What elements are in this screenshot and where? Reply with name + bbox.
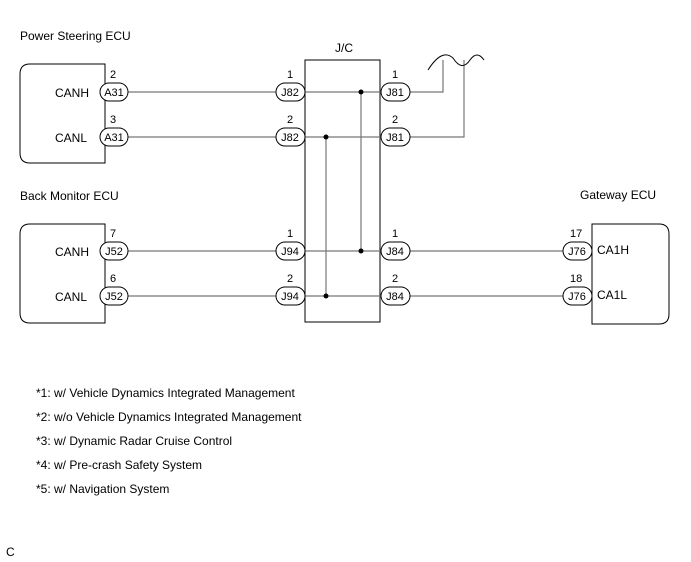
connector: J94 bbox=[275, 286, 306, 306]
junction-dot bbox=[358, 248, 364, 254]
jc-box bbox=[304, 59, 381, 323]
wire-break-symbol bbox=[427, 54, 485, 71]
connector: A31 bbox=[99, 82, 129, 102]
connector-label: J76 bbox=[568, 291, 586, 303]
connector-label: J52 bbox=[105, 291, 123, 303]
corner-code: C bbox=[6, 545, 15, 559]
pin-number: 17 bbox=[570, 228, 582, 240]
connector: J52 bbox=[99, 286, 129, 306]
power-steering-ecu-box bbox=[19, 63, 106, 164]
connector: J84 bbox=[380, 286, 411, 306]
pin-number: 7 bbox=[110, 228, 116, 240]
pin-number: 3 bbox=[110, 114, 116, 126]
connector-label: J84 bbox=[386, 246, 404, 258]
junction-dot bbox=[358, 89, 364, 95]
connector-label: J76 bbox=[568, 246, 586, 258]
pin-number: 1 bbox=[392, 69, 398, 81]
pin-number: 2 bbox=[287, 114, 293, 126]
connector-label: J84 bbox=[386, 291, 404, 303]
connector-label: A31 bbox=[104, 87, 124, 99]
pin-number: 1 bbox=[287, 228, 293, 240]
connector: J76 bbox=[562, 286, 593, 306]
junction-dot bbox=[323, 293, 329, 299]
connector: J82 bbox=[275, 127, 306, 147]
connector: A31 bbox=[99, 127, 129, 147]
connector: J94 bbox=[275, 241, 306, 261]
pin-number: 18 bbox=[570, 273, 582, 285]
gateway-ecu-box bbox=[591, 223, 670, 325]
pin-number: 2 bbox=[287, 273, 293, 285]
note-line: *1: w/ Vehicle Dynamics Integrated Manag… bbox=[36, 386, 295, 400]
connector-label: J81 bbox=[386, 87, 404, 99]
connector: J82 bbox=[275, 82, 306, 102]
pin-number: 2 bbox=[392, 273, 398, 285]
pin-number: 2 bbox=[110, 69, 116, 81]
connector: J81 bbox=[380, 82, 411, 102]
back-monitor-ecu-box bbox=[19, 223, 106, 324]
connector: J76 bbox=[562, 241, 593, 261]
ecu-pin-label: CANL bbox=[55, 290, 87, 304]
wire-j81-canh-out bbox=[410, 60, 444, 93]
connector-label: J82 bbox=[281, 87, 299, 99]
note-line: *3: w/ Dynamic Radar Cruise Control bbox=[36, 434, 232, 448]
note-line: *4: w/ Pre-crash Safety System bbox=[36, 458, 202, 472]
pin-number: 2 bbox=[392, 114, 398, 126]
wire-j81-canl-out bbox=[410, 60, 465, 138]
connector-label: J94 bbox=[281, 246, 299, 258]
connector: J81 bbox=[380, 127, 411, 147]
ecu-pin-label: CANH bbox=[55, 245, 89, 259]
note-line: *5: w/ Navigation System bbox=[36, 482, 169, 496]
pin-number: 1 bbox=[392, 228, 398, 240]
note-line: *2: w/o Vehicle Dynamics Integrated Mana… bbox=[36, 410, 302, 424]
connector-label: J82 bbox=[281, 132, 299, 144]
junction-dot bbox=[323, 134, 329, 140]
ecu-pin-label: CANL bbox=[55, 131, 87, 145]
back-monitor-ecu-title: Back Monitor ECU bbox=[20, 189, 119, 203]
connector: J52 bbox=[99, 241, 129, 261]
pin-number: 1 bbox=[287, 69, 293, 81]
power-steering-ecu-title: Power Steering ECU bbox=[20, 29, 131, 43]
pin-number: 6 bbox=[110, 273, 116, 285]
connector-label: A31 bbox=[104, 132, 124, 144]
connector: J84 bbox=[380, 241, 411, 261]
ecu-pin-label: CANH bbox=[55, 86, 89, 100]
connector-label: J94 bbox=[281, 291, 299, 303]
connector-label: J52 bbox=[105, 246, 123, 258]
connector-label: J81 bbox=[386, 132, 404, 144]
jc-title: J/C bbox=[335, 41, 353, 55]
ecu-pin-label: CA1H bbox=[597, 243, 629, 257]
ecu-pin-label: CA1L bbox=[597, 288, 627, 302]
gateway-ecu-title: Gateway ECU bbox=[580, 188, 656, 202]
